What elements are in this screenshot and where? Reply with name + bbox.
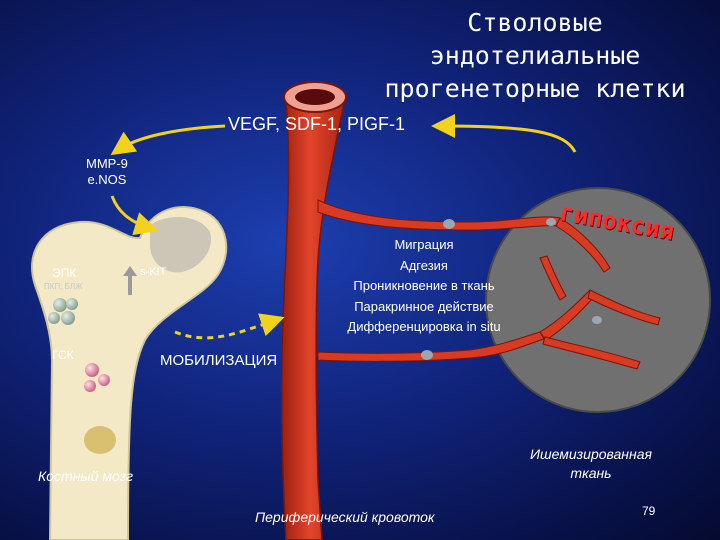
blood-vessel bbox=[280, 81, 661, 540]
title-line-1: Стволовые bbox=[467, 8, 603, 37]
enzymes-label: MMP-9 e.NOS bbox=[86, 156, 128, 188]
epk-sub-label: ПКП; БЛЖ bbox=[44, 282, 83, 291]
ischemic-tissue-label: Ишемизированная ткань bbox=[530, 445, 652, 483]
progenitor-cells bbox=[48, 298, 110, 392]
kit-label: s-KIT bbox=[140, 266, 167, 278]
signal-arrows bbox=[110, 114, 577, 340]
peripheral-blood-label: Периферический кровоток bbox=[255, 509, 435, 525]
bone-marrow-label: Костный мозг bbox=[38, 468, 134, 484]
page-title: Стволовые эндотелиальные прогенеторные к… bbox=[370, 6, 700, 105]
process-item: Дифференцировка in situ bbox=[347, 319, 501, 334]
ischemic-line-1: Ишемизированная bbox=[530, 446, 652, 462]
process-item: Паракринное действие bbox=[354, 298, 494, 314]
process-item: Миграция bbox=[394, 237, 454, 252]
bone-illustration bbox=[31, 206, 228, 540]
title-line-2: эндотелиальные bbox=[429, 41, 641, 70]
page-number: 79 bbox=[642, 504, 656, 518]
gsk-label: ГСК bbox=[52, 348, 74, 362]
mmp9-label: MMP-9 bbox=[86, 156, 128, 171]
title-line-3: прогенеторные клетки bbox=[384, 74, 686, 103]
enos-label: e.NOS bbox=[87, 172, 127, 187]
process-item: Адгезия bbox=[400, 257, 448, 273]
mobilization-label: МОБИЛИЗАЦИЯ bbox=[160, 352, 278, 369]
process-item: Проникновение в ткань bbox=[353, 278, 495, 293]
ischemic-line-2: ткань bbox=[570, 465, 612, 481]
kit-release-arrow bbox=[123, 266, 137, 295]
growth-factors-label: VEGF, SDF-1, PIGF-1 bbox=[228, 114, 406, 134]
epk-label: ЭПК bbox=[52, 266, 77, 280]
process-list: Миграция Адгезия Проникновение в ткань П… bbox=[340, 235, 508, 338]
